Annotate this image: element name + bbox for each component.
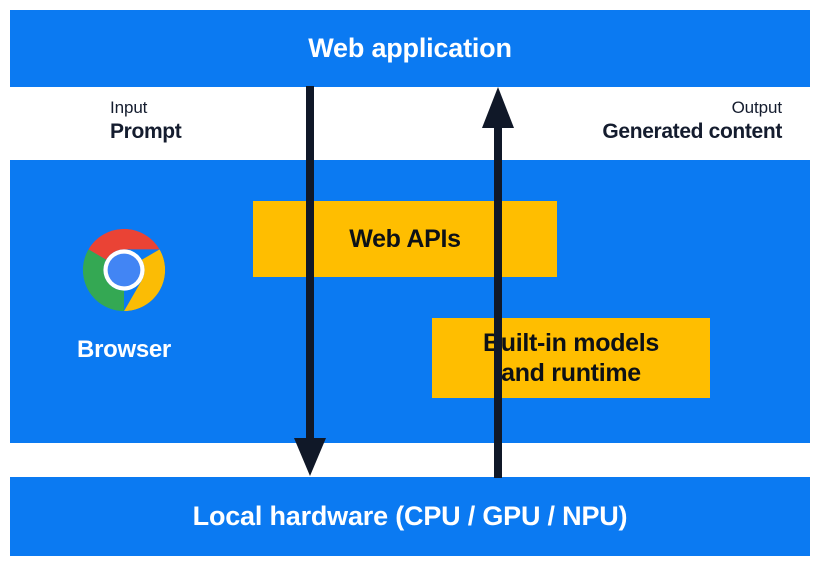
builtin-models-line-2: and runtime <box>501 359 641 387</box>
web-application-band: Web application <box>10 10 810 87</box>
downward-arrow <box>288 86 332 476</box>
local-hardware-band: Local hardware (CPU / GPU / NPU) <box>10 477 810 556</box>
browser-identity-group: Browser <box>44 228 204 378</box>
builtin-models-label: Built-in models and runtime <box>483 328 659 388</box>
input-annotation: Input Prompt <box>110 98 182 144</box>
local-hardware-label: Local hardware (CPU / GPU / NPU) <box>192 500 628 531</box>
output-kicker: Output <box>731 98 783 117</box>
upward-arrow <box>476 86 520 478</box>
browser-label: Browser <box>77 336 171 363</box>
output-annotation: Output Generated content <box>602 98 782 144</box>
input-value: Prompt <box>110 119 182 143</box>
builtin-models-box: Built-in models and runtime <box>432 318 710 398</box>
web-apis-label: Web APIs <box>349 225 461 253</box>
chrome-logo-icon <box>82 228 166 312</box>
input-kicker: Input <box>110 98 148 117</box>
web-apis-box: Web APIs <box>253 201 557 277</box>
web-application-label: Web application <box>308 32 512 63</box>
builtin-models-line-1: Built-in models <box>482 329 660 357</box>
output-value: Generated content <box>602 119 782 143</box>
